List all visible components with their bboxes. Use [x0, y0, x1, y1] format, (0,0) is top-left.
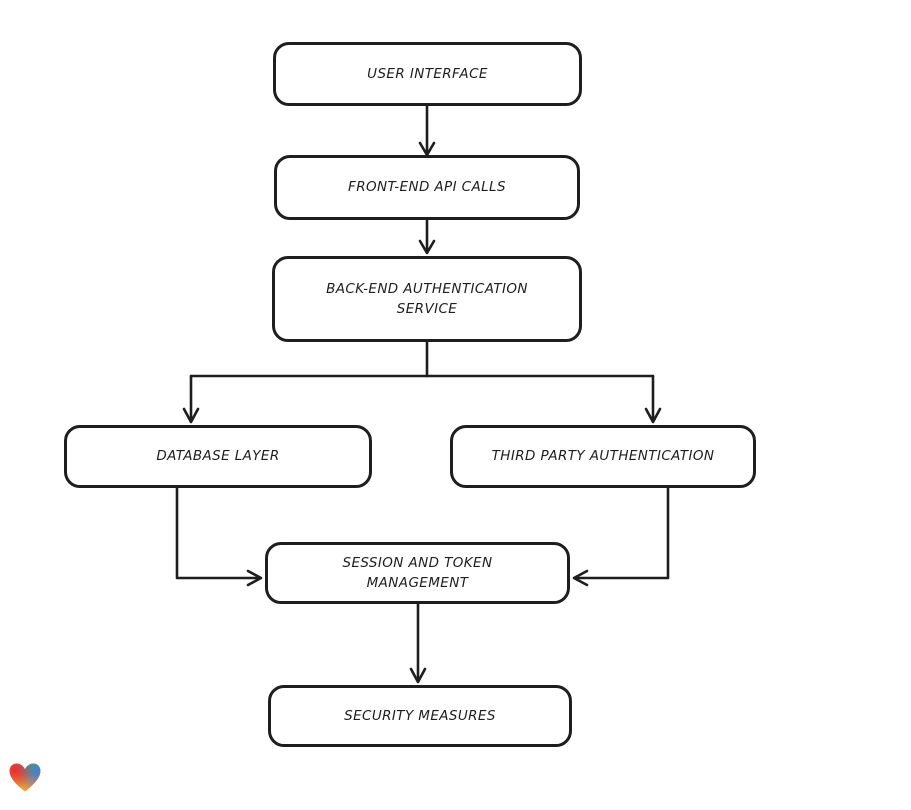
- node-label: USER INTERFACE: [367, 65, 488, 82]
- node-label: BACK-END AUTHENTICATION SERVICE: [326, 280, 528, 317]
- edge-branch-to-third-party: [644, 374, 662, 424]
- node-session-and-token-management[interactable]: SESSION AND TOKEN MANAGEMENT: [265, 542, 570, 604]
- edge-backend-branch: [189, 340, 655, 378]
- edge-ui-to-api: [418, 104, 436, 157]
- node-third-party-authentication[interactable]: THIRD PARTY AUTHENTICATION: [450, 425, 756, 488]
- node-security-measures[interactable]: SECURITY MEASURES: [268, 685, 572, 747]
- node-label: SESSION AND TOKEN MANAGEMENT: [342, 554, 493, 591]
- node-front-end-api-calls[interactable]: FRONT-END API CALLS: [274, 155, 580, 220]
- node-label: FRONT-END API CALLS: [348, 179, 506, 196]
- edge-api-to-backend: [418, 218, 436, 255]
- node-database-layer[interactable]: DATABASE LAYER: [64, 425, 372, 488]
- node-back-end-authentication-service[interactable]: BACK-END AUTHENTICATION SERVICE: [272, 256, 582, 342]
- node-label: DATABASE LAYER: [156, 448, 280, 465]
- node-label: THIRD PARTY AUTHENTICATION: [491, 448, 715, 465]
- edge-branch-to-database: [182, 374, 200, 424]
- node-user-interface[interactable]: USER INTERFACE: [273, 42, 582, 106]
- edge-database-to-session: [175, 486, 263, 587]
- node-label: SECURITY MEASURES: [344, 707, 496, 724]
- edge-third-party-to-session: [572, 486, 670, 587]
- edge-session-to-security: [409, 602, 427, 684]
